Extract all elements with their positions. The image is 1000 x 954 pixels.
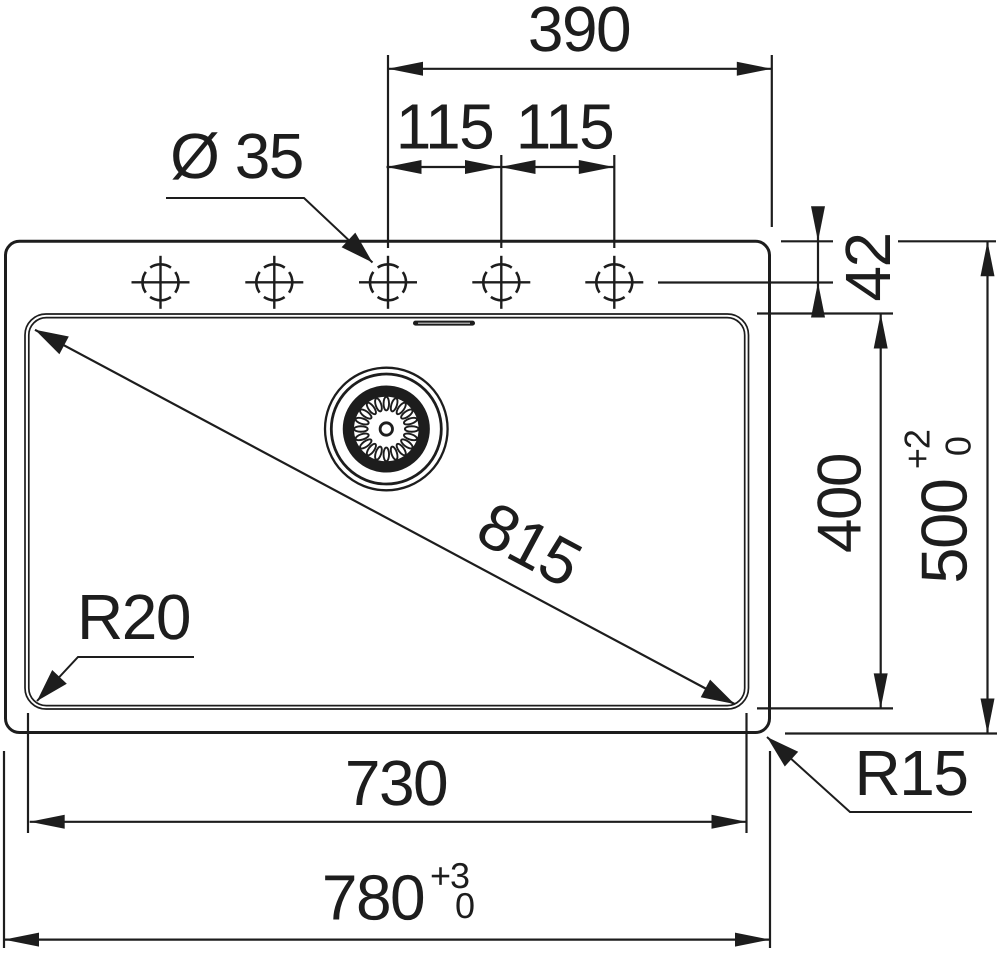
svg-text:+2: +2 (897, 430, 938, 469)
svg-text:400: 400 (806, 454, 875, 553)
svg-text:0: 0 (455, 885, 474, 926)
svg-text:R20: R20 (77, 581, 190, 653)
svg-text:780: 780 (322, 861, 424, 933)
svg-text:+3: +3 (430, 855, 469, 896)
svg-text:R15: R15 (855, 737, 968, 809)
svg-text:42: 42 (832, 233, 904, 301)
svg-text:730: 730 (345, 747, 447, 819)
svg-text:115: 115 (516, 91, 614, 163)
svg-text:390: 390 (528, 0, 630, 65)
svg-text:0: 0 (938, 437, 979, 456)
svg-text:115: 115 (396, 91, 494, 163)
svg-text:500: 500 (908, 480, 981, 584)
svg-text:Ø 35: Ø 35 (170, 120, 303, 192)
